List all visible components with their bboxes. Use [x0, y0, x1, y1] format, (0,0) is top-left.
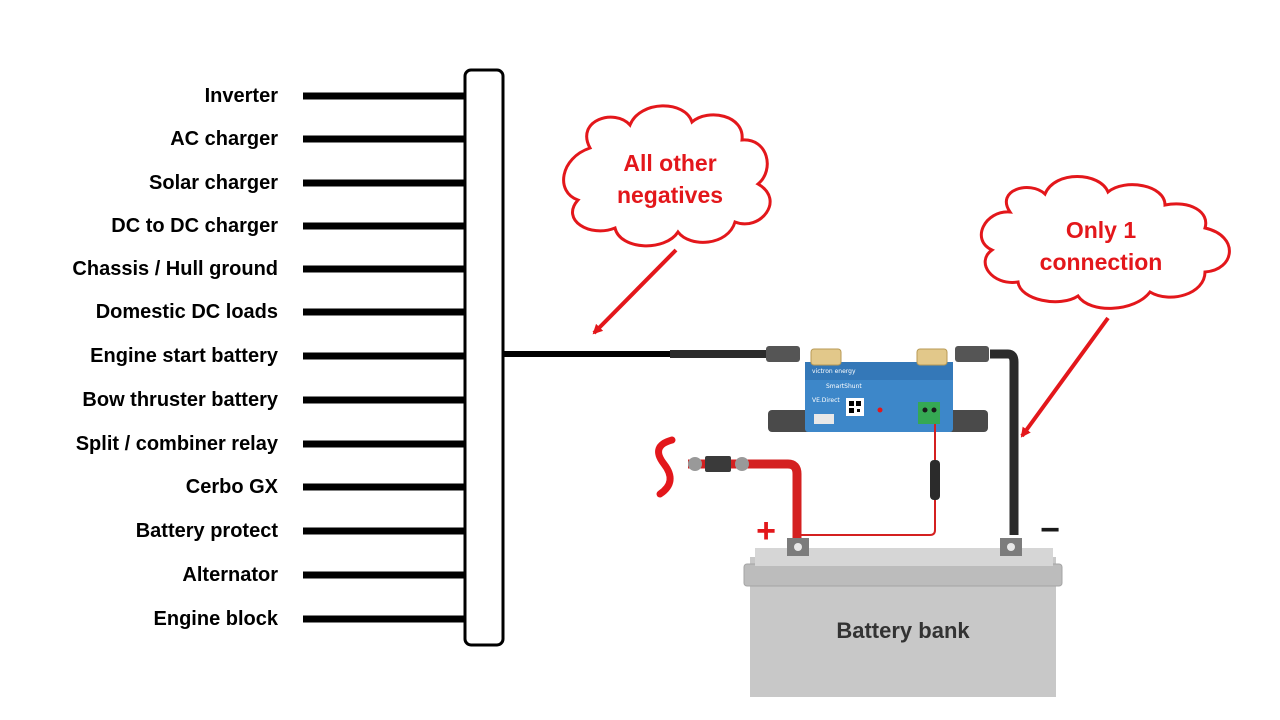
battery-top [755, 548, 1053, 566]
cloud-left-line2: negatives [617, 182, 723, 208]
cloud-left-line1: All other [623, 150, 716, 176]
stub-lines [303, 92, 466, 623]
shunt-header [805, 362, 953, 380]
label-domestic-dc-loads: Domestic DC loads [95, 301, 278, 323]
callout-only-one-connection: Only 1 connection [979, 175, 1231, 310]
label-ac-charger: AC charger [170, 128, 278, 150]
minus-sign: − [1040, 511, 1060, 549]
label-solar-charger: Solar charger [149, 172, 278, 194]
callout-all-other-negatives: All other negatives [562, 104, 772, 248]
fuse-bolt-left [688, 457, 702, 471]
mega-fuse [705, 456, 731, 472]
cloud-right-line1: Only 1 [1066, 217, 1137, 243]
cloud-shape [979, 175, 1231, 310]
label-alternator: Alternator [182, 564, 278, 586]
battery-label: Battery bank [836, 618, 970, 643]
smartshunt: victron energy SmartShunt VE.Direct [766, 346, 989, 432]
label-battery-protect: Battery protect [135, 520, 278, 542]
brass-bolt-right [916, 348, 948, 366]
label-cerbo-gx: Cerbo GX [185, 476, 278, 498]
label-engine-block: Engine block [153, 608, 278, 630]
label-engine-start-battery: Engine start battery [90, 345, 278, 367]
negative-busbar [463, 68, 505, 647]
brass-bolt-left [810, 348, 842, 366]
cable-lug-right [955, 346, 989, 362]
battery-bank: Battery bank [743, 538, 1063, 697]
label-inverter: Inverter [204, 85, 278, 107]
label-split-combiner-relay: Split / combiner relay [75, 433, 278, 455]
shunt-brand: victron energy [812, 368, 856, 375]
label-dc-to-dc-charger: DC to DC charger [111, 215, 278, 237]
plus-sign: + [756, 512, 776, 550]
inline-fuse [930, 460, 940, 500]
positive-cable [688, 459, 802, 540]
aux-terminal [918, 402, 940, 424]
cable-end-icon [655, 436, 676, 498]
cloud-right-line2: connection [1040, 249, 1163, 275]
shunt-battery-cable [990, 349, 1019, 535]
label-chassis-hull-ground: Chassis / Hull ground [72, 258, 278, 280]
arrow-right [1020, 316, 1110, 438]
status-led [877, 407, 883, 413]
arrow-left [592, 248, 678, 335]
sense-wire [800, 424, 936, 536]
cable-lug-left [766, 346, 800, 362]
fuse-bolt-right [735, 457, 749, 471]
ve-direct-port [814, 414, 834, 424]
shunt-port: VE.Direct [812, 397, 840, 404]
cloud-shape [562, 104, 772, 248]
shunt-name: SmartShunt [826, 383, 862, 390]
label-bow-thruster-battery: Bow thruster battery [82, 389, 278, 411]
